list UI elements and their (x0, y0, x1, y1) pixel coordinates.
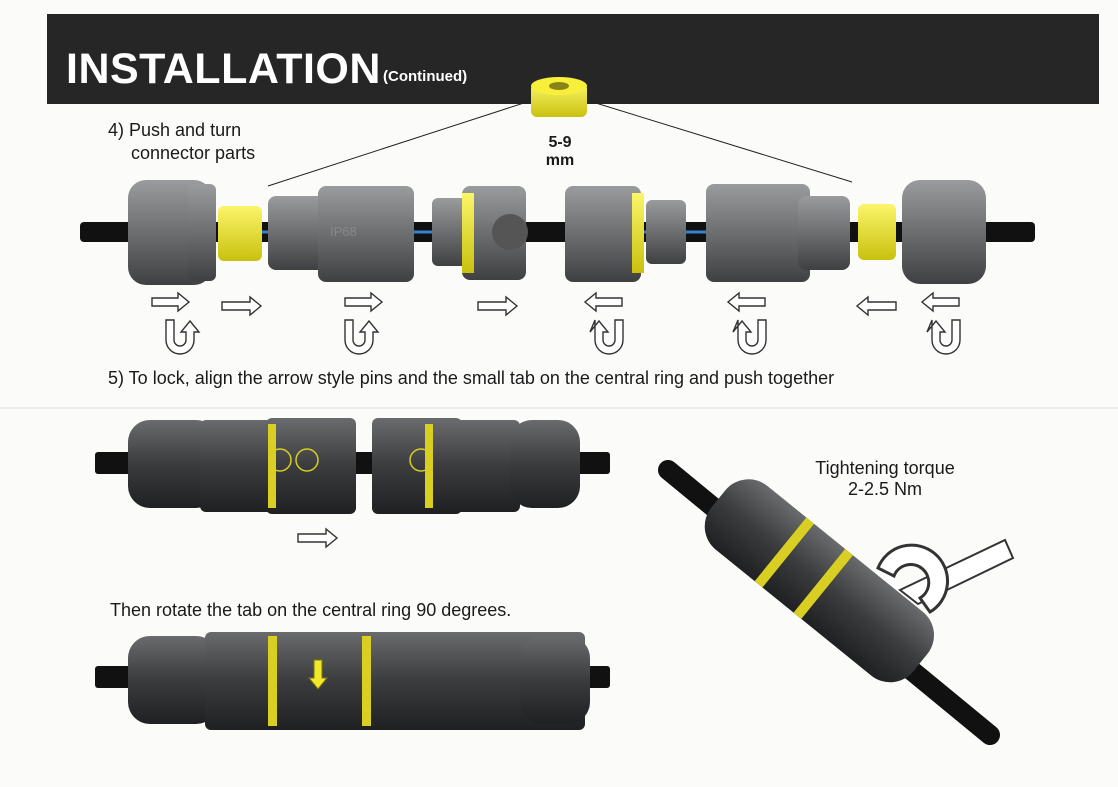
center-ring (565, 186, 686, 282)
wrench-view (658, 460, 1015, 745)
push-left-arrow-icon (855, 295, 897, 317)
torque-label: Tightening torque 2-2.5 Nm (790, 458, 980, 500)
rotate-instruction: Then rotate the tab on the central ring … (110, 600, 512, 620)
right-turn-arrow-icon (344, 291, 384, 355)
right-turn-arrow-icon (151, 291, 201, 355)
step5-instruction: 5) To lock, align the arrow style pins a… (108, 368, 835, 388)
seal-size-unit: mm (545, 152, 575, 169)
svg-text:IP68: IP68 (330, 224, 357, 239)
center-socket (432, 186, 528, 280)
right-nut (902, 180, 986, 284)
left-turn-arrow-icon (583, 291, 624, 355)
left-body: IP68 (268, 186, 414, 282)
seal-size-label: 5-9 mm (538, 134, 582, 170)
push-right-arrow-icon (297, 527, 339, 549)
assembly-arrows (151, 291, 961, 355)
lock-align-view (95, 418, 610, 549)
right-seal (858, 204, 896, 260)
step4-line1: 4) Push and turn (108, 120, 242, 140)
lock-rotate-view (95, 632, 610, 730)
left-nut (128, 180, 216, 285)
seal-ring-icon (531, 77, 587, 117)
left-turn-arrow-icon (726, 291, 767, 355)
seal-size-value: 5-9 (548, 134, 572, 151)
torque-label-line1: Tightening torque (815, 458, 955, 478)
step4-line2: connector parts (131, 143, 256, 163)
torque-value: 2-2.5 Nm (847, 479, 923, 499)
push-right-arrow-icon (221, 295, 263, 317)
wrench-icon (876, 538, 1015, 614)
left-turn-arrow-icon (920, 291, 961, 355)
push-right-arrow-icon (477, 295, 519, 317)
page-subtitle: (Continued) (383, 68, 468, 85)
left-seal (218, 206, 262, 261)
right-body (706, 184, 850, 282)
exploded-connector: IP68 (80, 180, 1035, 285)
page-title: INSTALLATION (66, 45, 381, 93)
down-arrow-icon (307, 659, 329, 690)
seal-ring-callout (267, 77, 853, 187)
